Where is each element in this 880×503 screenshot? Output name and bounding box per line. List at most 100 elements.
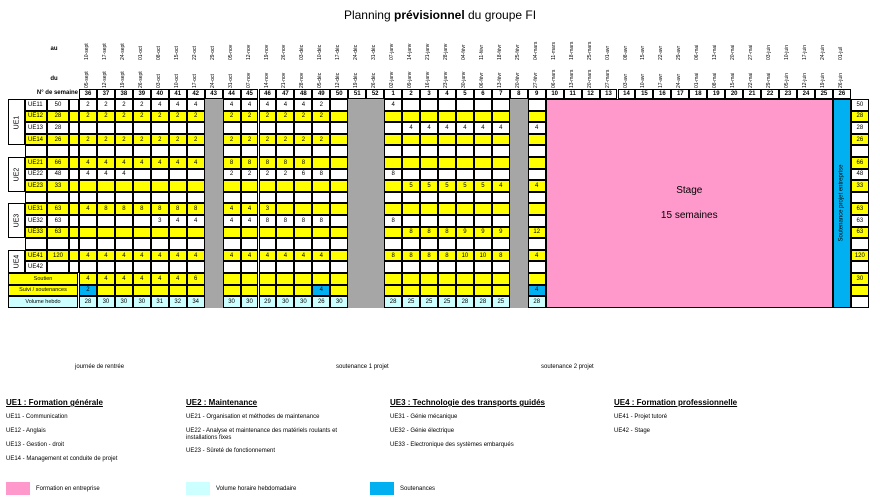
- cell-value: 12: [527, 226, 546, 239]
- date-to: 04-févr: [460, 44, 467, 60]
- cell-value: 28: [473, 296, 492, 308]
- cell-value: [114, 191, 133, 204]
- cell-value: [527, 99, 546, 111]
- note-rentree: journée de rentrée: [75, 364, 125, 370]
- cell-value: [438, 273, 456, 285]
- legend-title: UE1 : Formation générale: [6, 398, 103, 407]
- row-blank: [69, 261, 79, 273]
- cell-value: [330, 157, 349, 169]
- row-blank: [69, 226, 79, 239]
- row-end: [850, 191, 869, 204]
- cell-value: [294, 203, 313, 215]
- cell-value: 31: [150, 296, 169, 308]
- cell-value: [114, 226, 133, 239]
- row-blank: [69, 133, 79, 146]
- week-number: 22: [761, 89, 780, 99]
- week-number: 20: [725, 89, 744, 99]
- cell-value: [455, 110, 474, 123]
- date-from: 19-déc: [353, 72, 360, 88]
- legend-item: UE42 - Stage: [614, 428, 651, 434]
- cell-value: 8: [186, 203, 205, 215]
- row-end: [850, 145, 869, 157]
- cell-value: [186, 145, 205, 157]
- cell-value: [186, 191, 205, 204]
- cell-value: [330, 133, 349, 146]
- date-to: 18-mars: [568, 41, 575, 60]
- cell-value: 8: [420, 249, 438, 262]
- cell-value: 4: [240, 203, 259, 215]
- cell-value: 2: [312, 99, 331, 111]
- cell-value: [186, 284, 205, 297]
- cell-value: 2: [240, 110, 259, 123]
- cell-value: 4: [79, 168, 97, 181]
- cell-value: [312, 145, 331, 157]
- cell-value: [258, 145, 277, 157]
- cell-value: 4: [132, 249, 151, 262]
- cell-value: 10: [473, 249, 492, 262]
- row-total: [47, 238, 69, 250]
- cell-value: [330, 110, 349, 123]
- cell-value: [473, 273, 492, 285]
- cell-value: [491, 238, 510, 250]
- legend-item: UE31 - Génie mécanique: [390, 414, 458, 420]
- row-blank: [69, 122, 79, 134]
- cell-value: 30: [114, 296, 133, 308]
- cell-value: [527, 261, 546, 273]
- date-from: 27-févr: [532, 72, 539, 88]
- cell-value: 25: [420, 296, 438, 308]
- cell-value: [276, 273, 295, 285]
- cell-value: 4: [491, 122, 510, 134]
- date-from: 12-juin: [802, 72, 808, 88]
- week-number: 24: [797, 89, 815, 99]
- cell-value: 8: [294, 215, 313, 227]
- cell-value: 4: [186, 249, 205, 262]
- cell-value: [527, 273, 546, 285]
- cell-value: [222, 145, 241, 157]
- row-total: 120: [47, 249, 69, 262]
- cell-value: [294, 122, 313, 134]
- cell-value: [491, 157, 510, 169]
- date-to: 29-oct: [209, 46, 216, 60]
- cell-value: [527, 215, 546, 227]
- legend-item: UE12 - Anglais: [6, 428, 46, 434]
- cell-value: 5: [402, 180, 421, 192]
- cell-value: [132, 180, 151, 192]
- cell-value: 4: [276, 249, 295, 262]
- cell-value: 4: [132, 273, 151, 285]
- week-number: 10: [545, 89, 564, 99]
- soutenance-column: Soutenance projet entreprise: [832, 99, 851, 308]
- cell-value: [258, 238, 277, 250]
- cell-value: [455, 145, 474, 157]
- legend-swatch: [186, 482, 210, 495]
- cell-value: [312, 226, 331, 239]
- date-to: 10-sept: [84, 43, 90, 60]
- date-from: 26-juin: [837, 72, 844, 88]
- date-to: 26-nov: [281, 44, 288, 60]
- week-number: 43: [204, 89, 223, 99]
- cell-value: [384, 180, 403, 192]
- cell-value: [402, 99, 421, 111]
- cell-value: [168, 145, 187, 157]
- week-number: 4: [438, 89, 456, 99]
- week-number: 2: [402, 89, 421, 99]
- cell-value: 4: [222, 99, 241, 111]
- group-name: UE4: [13, 254, 20, 269]
- cell-value: [168, 284, 187, 297]
- row-total: 28: [47, 110, 69, 123]
- cell-value: [330, 203, 349, 215]
- row-blank: [69, 145, 79, 157]
- row-code: UE13: [25, 122, 47, 134]
- legend-item: UE22 - Analyse et maintenance des matéri…: [186, 428, 338, 441]
- label-au: au: [50, 46, 58, 52]
- cell-value: [222, 273, 241, 285]
- date-to: 25-févr: [514, 44, 521, 60]
- date-from: 03-avr: [622, 73, 629, 88]
- cell-value: 26: [312, 296, 331, 308]
- row-total: [47, 191, 69, 204]
- cell-value: [186, 226, 205, 239]
- cell-value: [186, 180, 205, 192]
- row-label: Soutien: [8, 273, 78, 285]
- cell-value: 2: [96, 110, 115, 123]
- note-soutenance-1: soutenance 1 projet: [336, 364, 389, 370]
